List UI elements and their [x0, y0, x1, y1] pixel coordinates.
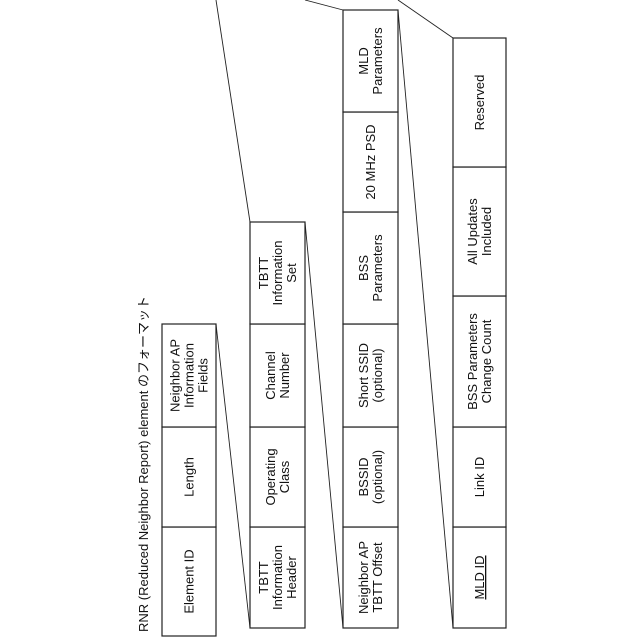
field-label: Element ID — [182, 549, 197, 613]
field-label: Reserved — [472, 75, 487, 131]
format-level-3: Neighbor APTBTT Offset BSSID(optional) Sho… — [343, 10, 398, 628]
field-label: All UpdatesIncluded — [465, 198, 494, 265]
format-level-2: TBTTInformationHeaderOperatingClassChann… — [250, 222, 305, 628]
field-label: BSS ParametersChange Count — [465, 313, 494, 410]
field-label: Length — [182, 457, 197, 497]
expansion-line-top — [216, 0, 250, 222]
format-level-1: Element IDLengthNeighbor APInformationFi… — [162, 324, 216, 636]
field-label: ChannelNumber — [263, 351, 292, 400]
expansion-line-bottom — [398, 10, 453, 628]
field-label: Short SSID(optional) — [356, 343, 385, 408]
field-label: 20 MHz PSD — [363, 124, 378, 199]
expansion-line-bottom — [305, 222, 343, 628]
expansion-line-top — [398, 0, 453, 38]
field-label: Link ID — [472, 457, 487, 497]
diagram-title: RNR (Reduced Neighbor Report) element のフ… — [136, 296, 151, 632]
field-label: Neighbor APTBTT Offset — [356, 541, 385, 614]
expansion-line-top — [305, 0, 343, 10]
field-label: BSSID(optional) — [356, 450, 385, 504]
format-level-4: MLD ID Link ID BSS ParametersChange Count A… — [453, 38, 506, 628]
expansion-line-bottom — [216, 324, 250, 628]
field-label: MLD ID — [472, 555, 487, 599]
